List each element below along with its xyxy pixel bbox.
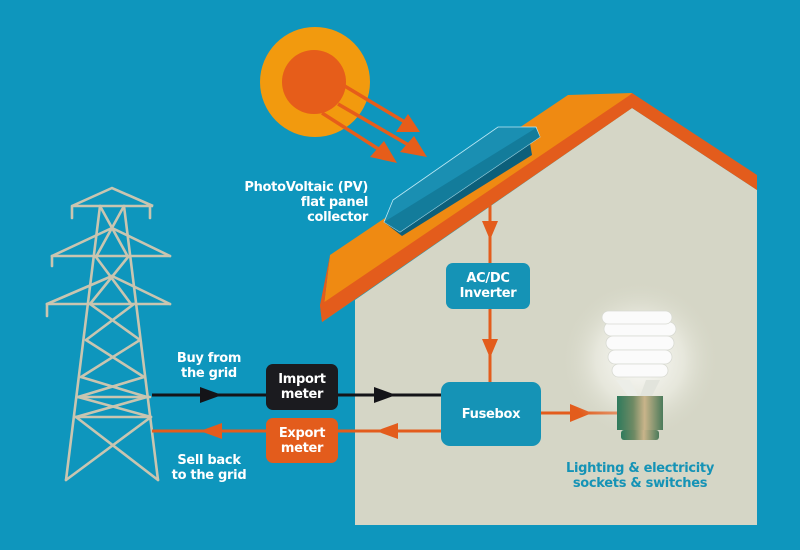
pv-label-line2: flat panel collector (300, 195, 369, 225)
import-line2: meter (280, 387, 324, 402)
solar-panel-icon (383, 126, 541, 236)
inverter-box: AC/DC Inverter (446, 263, 530, 309)
buy-label-line2: the grid (181, 366, 237, 381)
buy-label-line1: Buy from (176, 351, 242, 366)
sell-label-line2: to the grid (171, 468, 247, 483)
inverter-line1: AC/DC (466, 271, 510, 286)
export-meter-box: Export meter (266, 418, 338, 463)
fusebox-label: Fusebox (461, 406, 521, 422)
buy-from-grid-label: Buy from the grid (174, 351, 244, 381)
sell-label-line1: Sell back (177, 453, 241, 468)
pv-to-inverter-flow (482, 200, 498, 265)
lighting-label-line2: sockets & switches (572, 476, 708, 491)
sell-back-label: Sell back to the grid (166, 453, 252, 483)
lighting-sockets-label: Lighting & electricity sockets & switche… (560, 461, 720, 491)
export-line2: meter (280, 440, 324, 456)
energy-saving-bulb-icon (560, 280, 720, 440)
import-meter-box: Import meter (266, 364, 338, 410)
import-line1: Import (278, 372, 326, 387)
electricity-pylon-icon (45, 186, 172, 482)
sun-icon (260, 27, 427, 163)
export-line1: Export (278, 425, 326, 441)
inverter-line2: Inverter (459, 286, 517, 301)
lighting-label-line1: Lighting & electricity (565, 461, 715, 476)
pv-panel-label: PhotoVoltaic (PV) flat panel collector (240, 180, 368, 225)
fusebox-box: Fusebox (441, 382, 541, 446)
house-roof (320, 93, 757, 322)
inverter-to-fusebox-flow (482, 305, 498, 385)
pv-label-line1: PhotoVoltaic (PV) (244, 180, 368, 195)
